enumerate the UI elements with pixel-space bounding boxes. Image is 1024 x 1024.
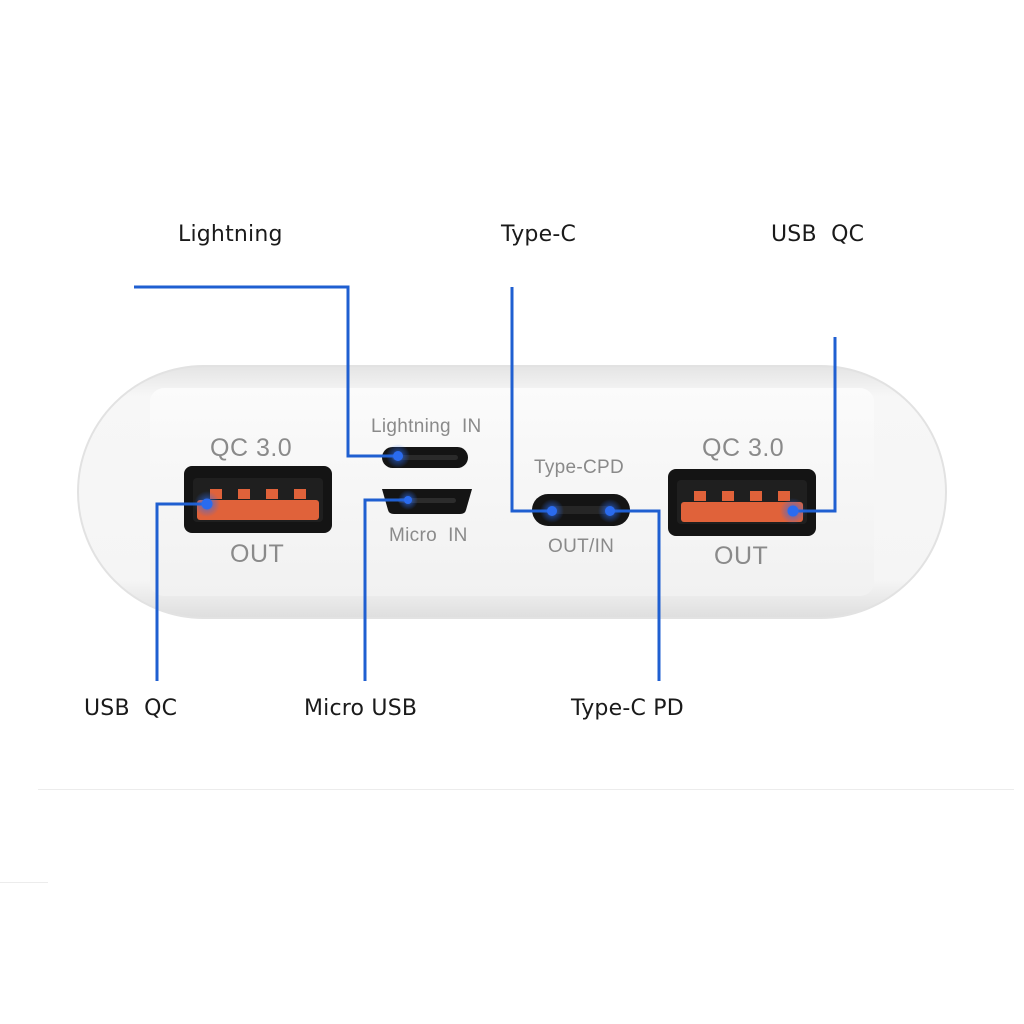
print-out-in: OUT/IN — [548, 536, 615, 557]
print-right-out: OUT — [714, 542, 769, 570]
print-right-qc: QC 3.0 — [702, 434, 785, 462]
leader-line-usb-qc-left — [155, 502, 207, 681]
callout-micro-usb: Micro USB — [304, 696, 418, 721]
callout-usb-qc-left: USB QC — [84, 696, 178, 721]
print-left-out: OUT — [230, 540, 285, 568]
callout-type-c-pd: Type-C PD — [571, 696, 684, 721]
usb-a-port-left — [184, 466, 332, 533]
callout-lightning: Lightning — [178, 222, 283, 247]
leader-line-type-c-pd — [610, 509, 661, 681]
leader-lines — [134, 285, 837, 681]
leader-line-lightning — [134, 285, 398, 458]
print-type-cpd: Type-CPD — [534, 457, 625, 478]
connection-dots — [194, 444, 806, 524]
divider-line-short — [0, 882, 48, 883]
leader-line-usb-qc-right — [793, 337, 837, 513]
print-micro-in: Micro IN — [389, 525, 468, 546]
callout-usb-qc-right: USB QC — [771, 222, 865, 247]
print-left-qc: QC 3.0 — [210, 434, 293, 462]
leader-line-type-c — [510, 287, 552, 513]
print-lightning-in: Lightning IN — [371, 416, 482, 437]
callout-type-c: Type-C — [501, 222, 577, 247]
divider-line — [38, 789, 1014, 790]
leader-line-micro-usb — [363, 498, 408, 681]
usb-a-port-right — [668, 469, 816, 536]
